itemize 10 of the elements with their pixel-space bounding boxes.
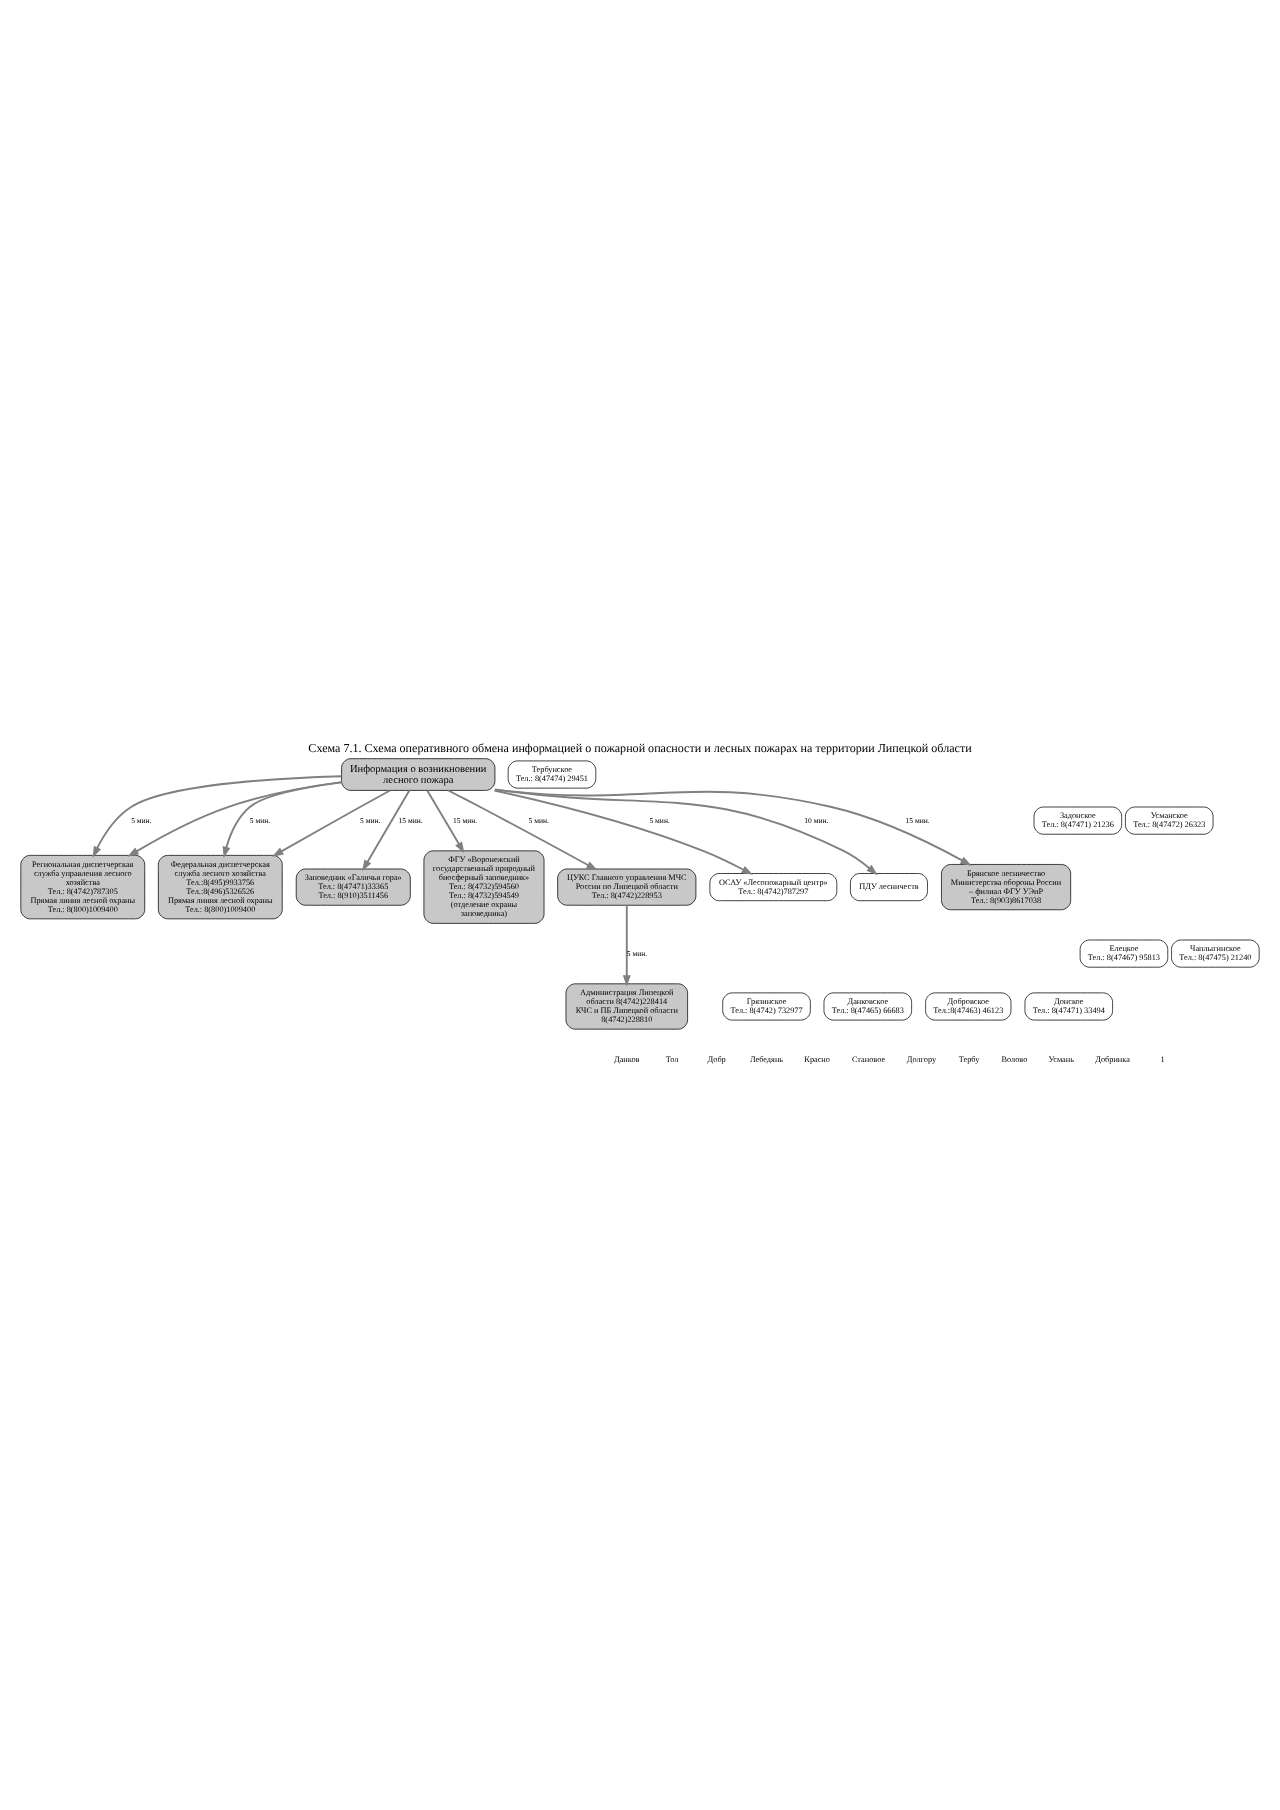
arrow — [493, 788, 753, 874]
arrow — [127, 780, 343, 856]
arrow — [272, 788, 392, 856]
arrow — [362, 788, 411, 871]
arrow — [622, 903, 631, 986]
arrow — [494, 787, 972, 865]
arrow — [222, 780, 343, 857]
arrow — [426, 788, 465, 853]
arrow — [92, 774, 343, 857]
arrow — [494, 787, 878, 875]
